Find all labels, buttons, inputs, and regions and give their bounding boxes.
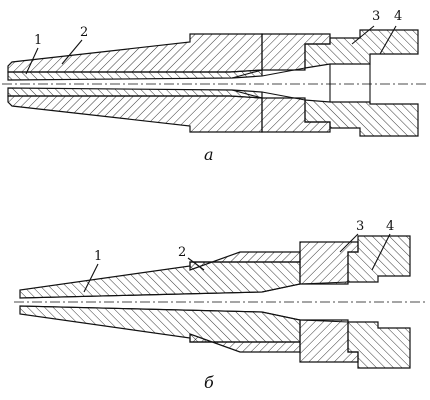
fitting-4-upper-a bbox=[304, 29, 419, 69]
leader-3-b bbox=[339, 233, 359, 253]
body-2-lower-a bbox=[7, 95, 263, 133]
leader-4-b bbox=[371, 233, 391, 271]
figure-b: 1 2 3 4 б bbox=[14, 219, 428, 392]
label-1-a: 1 bbox=[34, 33, 42, 48]
label-1-b: 1 bbox=[94, 249, 102, 264]
tube-1-upper-a bbox=[7, 69, 263, 81]
leader-1-b bbox=[83, 263, 99, 293]
fitting-4-lower-b bbox=[347, 321, 411, 369]
body-2-upper-b bbox=[189, 251, 301, 271]
leader-2-a bbox=[61, 39, 83, 65]
bore-cone-a bbox=[231, 69, 263, 99]
fitting-4-lower-a bbox=[304, 99, 419, 137]
label-2-a: 2 bbox=[80, 25, 88, 40]
bore-b bbox=[19, 281, 349, 323]
label-3-a: 3 bbox=[372, 9, 380, 24]
caption-b: б bbox=[204, 373, 214, 392]
leader-3-a bbox=[351, 25, 375, 45]
caption-a: а bbox=[204, 145, 214, 164]
body-2-upper-a bbox=[7, 33, 263, 73]
bore-a bbox=[261, 64, 371, 104]
fitting-4-upper-b bbox=[347, 235, 411, 283]
label-3-b: 3 bbox=[356, 219, 364, 234]
label-4-b: 4 bbox=[386, 219, 394, 234]
leader-2-b bbox=[187, 257, 205, 271]
tube-1-lower-a bbox=[7, 87, 263, 99]
leader-1-a bbox=[25, 47, 39, 75]
figure-a: 1 2 3 4 а bbox=[2, 9, 428, 164]
label-4-a: 4 bbox=[394, 9, 402, 24]
label-2-b: 2 bbox=[178, 245, 186, 260]
leader-4-a bbox=[379, 25, 397, 55]
